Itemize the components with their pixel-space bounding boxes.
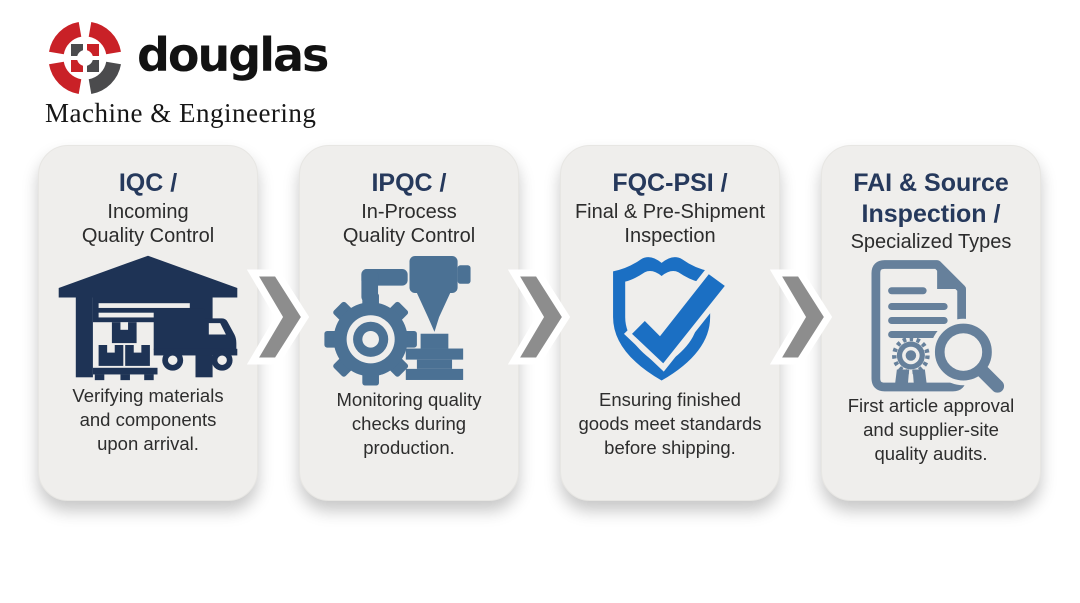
card-title: FAI & Source Inspection / Specialized Ty…: [851, 168, 1012, 254]
card-description: Monitoring quality checks during product…: [336, 389, 482, 458]
card-ipqc: IPQC / In-Process Quality Control: [299, 145, 519, 501]
card-description: Ensuring finished goods meet standards b…: [578, 389, 762, 458]
process-cards-row: IQC / Incoming Quality Control: [38, 145, 1042, 501]
chevron-right-icon: [770, 269, 833, 365]
chevron-right-icon: [508, 269, 571, 365]
card-title-abbrev: FQC-PSI /: [612, 169, 728, 197]
card-description: Verifying materials and components upon …: [72, 385, 224, 454]
card-title-abbrev: IPQC /: [371, 169, 447, 197]
card-title-abbrev: IQC /: [118, 169, 178, 197]
card-title-full: Incoming Quality Control: [81, 200, 215, 247]
card-title: FQC-PSI / Final & Pre-Shipment Inspectio…: [575, 168, 765, 248]
brand-row: douglas: [45, 18, 329, 98]
card-title-full: In-Process Quality Control: [342, 200, 476, 247]
card-title: IQC / Incoming Quality Control: [82, 168, 214, 248]
card-fqc-psi: FQC-PSI / Final & Pre-Shipment Inspectio…: [560, 145, 780, 501]
brand-name: douglas: [137, 28, 329, 82]
card-title-abbrev: FAI & Source Inspection /: [853, 169, 1009, 228]
card-title-full: Specialized Types: [850, 231, 1012, 253]
chevron-right-icon: [247, 269, 310, 365]
shield-checkmark-icon: [613, 257, 733, 381]
card-fai-source: FAI & Source Inspection / Specialized Ty…: [821, 145, 1041, 501]
card-icon-area: [308, 248, 510, 388]
brand-subtitle: Machine & Engineering: [45, 98, 317, 128]
gear-milling-machine-icon: [323, 256, 471, 386]
card-title: IPQC / In-Process Quality Control: [343, 168, 475, 248]
card-title-full: Final & Pre-Shipment Inspection: [574, 200, 766, 247]
certificate-magnifier-icon: [871, 260, 1010, 395]
douglas-logo-icon: [49, 22, 121, 94]
card-iqc: IQC / Incoming Quality Control: [38, 145, 258, 501]
card-icon-area: [830, 254, 1032, 395]
card-icon-area: [47, 248, 249, 384]
brand-logo: douglas Machine & Engineering: [45, 18, 329, 129]
card-description: First article approval and supplier-site…: [847, 395, 1015, 464]
card-icon-area: [569, 248, 771, 388]
warehouse-truck-icon: [58, 255, 238, 381]
